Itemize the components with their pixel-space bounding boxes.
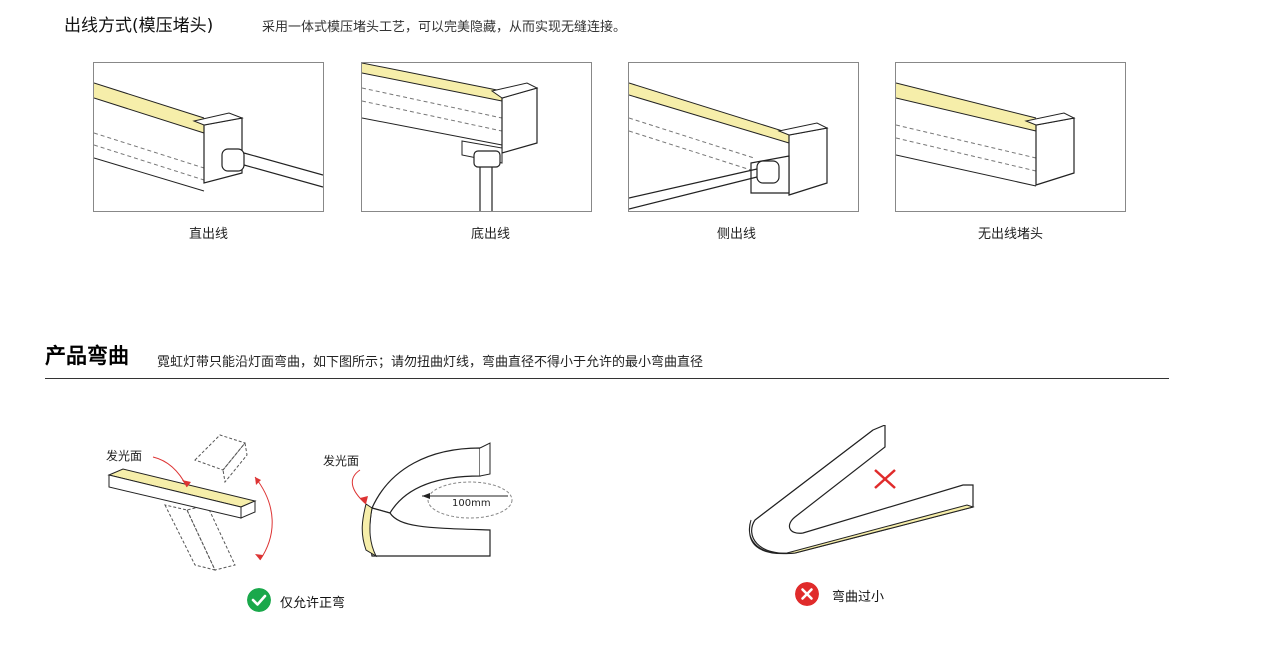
allowed-bend-status: 仅允许正弯: [280, 596, 346, 611]
panel-no-outlet-endcap: [895, 62, 1126, 212]
caption-no-outlet-endcap: 无出线堵头: [977, 227, 1043, 242]
caption-straight-outlet: 直出线: [188, 227, 228, 242]
panel-side-outlet: [628, 62, 859, 212]
bending-allowed-illustration: [107, 434, 273, 571]
caption-bottom-outlet: 底出线: [470, 227, 510, 242]
panel-bottom-outlet: [361, 62, 592, 212]
outlet-section-description: 采用一体式模压堵头工艺，可以完美隐藏，从而实现无缝连接。: [262, 20, 627, 35]
check-circle-icon: [247, 588, 271, 612]
bottom-outlet-illustration: [362, 63, 539, 211]
endcap-illustration: [896, 82, 1076, 187]
middle-emitting-face-label: 发光面: [323, 454, 360, 468]
error-circle-icon: [795, 582, 819, 606]
too-small-bend-status: 弯曲过小: [832, 590, 885, 605]
side-outlet-illustration: [629, 82, 829, 210]
outlet-section-title: 出线方式(模压堵头): [64, 16, 214, 36]
straight-outlet-illustration: [94, 82, 323, 192]
left-emitting-face-label: 发光面: [106, 449, 143, 463]
bend-diameter-label: 100mm: [452, 498, 491, 509]
bending-section-title: 产品弯曲: [45, 344, 129, 368]
panel-straight-outlet: [93, 62, 324, 212]
bend-radius-illustration: [351, 442, 513, 558]
bending-too-small-illustration: [748, 425, 975, 555]
bending-section-description: 霓虹灯带只能沿灯面弯曲，如下图所示；请勿扭曲灯线，弯曲直径不得小于允许的最小弯曲…: [157, 355, 704, 370]
section-divider: [45, 378, 1169, 379]
caption-side-outlet: 侧出线: [716, 227, 756, 242]
